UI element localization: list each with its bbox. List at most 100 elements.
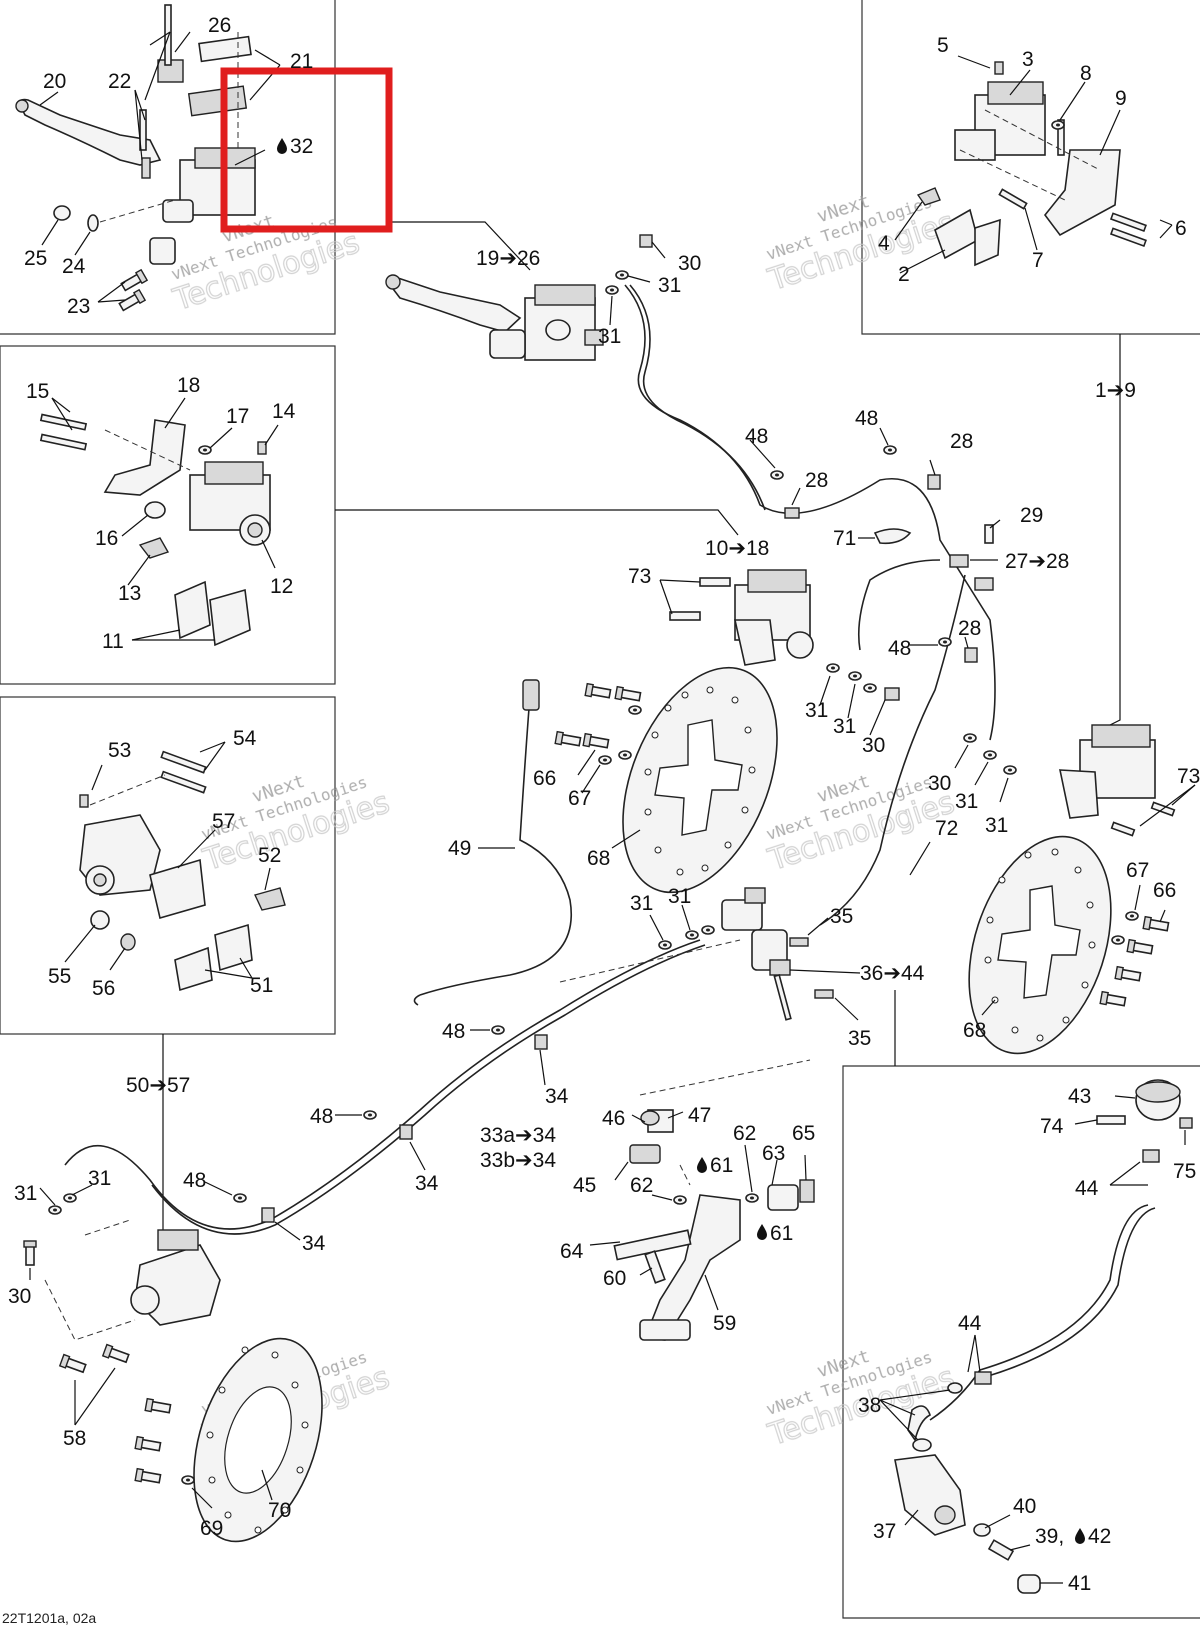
callout-72: 72	[935, 817, 958, 840]
callout-69: 69	[200, 1517, 223, 1540]
brake-disc-68-left	[554, 666, 778, 894]
callout-53: 53	[108, 739, 131, 762]
callout-31: 31	[88, 1167, 111, 1190]
callout-61: 61	[710, 1154, 733, 1177]
caliper-50-57-exploded	[64, 741, 286, 992]
oil-drop-icon	[697, 1157, 707, 1173]
callout-24: 24	[62, 255, 86, 278]
callout-33a-34: 33a➔34	[480, 1124, 556, 1147]
callout-52: 52	[258, 844, 281, 867]
callout-7: 7	[1032, 249, 1044, 272]
callout-labels: 20 22 26 21 32 25 24 23 19➔26 30 31 31 5…	[8, 14, 1200, 1595]
callout-58: 58	[63, 1427, 86, 1450]
callout-11: 11	[102, 630, 124, 653]
callout-48: 48	[745, 425, 768, 448]
callout-30: 30	[8, 1285, 31, 1308]
callout-57: 57	[212, 810, 235, 833]
caliper-1-9-exploded	[894, 55, 1173, 274]
rear-master-cylinder	[879, 1079, 1193, 1594]
caliper-10-18-assembled	[659, 569, 900, 736]
valve-assembly	[413, 679, 931, 1096]
callout-71: 71	[833, 527, 856, 550]
callout-27-28: 27➔28	[1005, 550, 1069, 573]
callout-45: 45	[573, 1174, 596, 1197]
caliper-10-18-exploded	[39, 397, 279, 647]
callout-30: 30	[862, 734, 885, 757]
callout-44: 44	[958, 1312, 982, 1335]
callout-38: 38	[858, 1394, 881, 1417]
callout-30: 30	[928, 772, 951, 795]
brake-pedal-assembly	[589, 1109, 815, 1341]
line-clips	[204, 427, 1001, 1241]
callout-37: 37	[873, 1520, 896, 1543]
callout-61: 61	[770, 1222, 793, 1245]
callout-63: 63	[762, 1142, 785, 1165]
callout-62: 62	[630, 1174, 653, 1197]
callout-28: 28	[958, 617, 981, 640]
callout-12: 12	[270, 575, 293, 598]
callout-67: 67	[568, 787, 591, 810]
callout-32: 32	[290, 135, 313, 158]
callout-35: 35	[830, 905, 853, 928]
brake-disc-70	[134, 1337, 323, 1543]
callout-10-18: 10➔18	[705, 537, 769, 560]
callout-22: 22	[108, 70, 131, 93]
callout-48: 48	[310, 1105, 333, 1128]
callout-34: 34	[415, 1172, 439, 1195]
callout-48: 48	[183, 1169, 206, 1192]
callout-5: 5	[937, 34, 949, 57]
callout-40: 40	[1013, 1495, 1036, 1518]
brake-disc-68-right	[968, 835, 1170, 1055]
callout-31: 31	[955, 790, 978, 813]
master-cylinder-exploded	[15, 4, 281, 313]
callout-31: 31	[668, 885, 691, 908]
callout-67: 67	[1126, 859, 1149, 882]
callout-51: 51	[250, 974, 273, 997]
callout-18: 18	[177, 374, 200, 397]
oil-drop-icon	[277, 138, 287, 154]
callout-3: 3	[1022, 48, 1034, 71]
callout-54: 54	[233, 727, 257, 750]
callout-55: 55	[48, 965, 71, 988]
callout-74: 74	[1040, 1115, 1064, 1138]
highlight-box	[220, 67, 393, 233]
callout-31: 31	[805, 699, 828, 722]
caliper-1-9-assembled	[954, 724, 1196, 837]
callout-29: 29	[1020, 504, 1043, 527]
callout-48: 48	[442, 1020, 465, 1043]
callout-31: 31	[833, 715, 856, 738]
caliper-50-57-assembled	[23, 1184, 221, 1426]
callout-34: 34	[545, 1085, 569, 1108]
callout-4: 4	[878, 232, 890, 255]
callout-68: 68	[587, 847, 610, 870]
callout-31: 31	[658, 274, 681, 297]
callout-48: 48	[855, 407, 878, 430]
callout-48: 48	[888, 637, 911, 660]
callout-19-26: 19➔26	[476, 247, 540, 270]
callout-28: 28	[805, 469, 828, 492]
callout-49: 49	[448, 837, 471, 860]
callout-31: 31	[985, 814, 1008, 837]
callout-39: 39,	[1035, 1525, 1064, 1548]
panel-connectors	[162, 221, 1121, 1230]
callout-41: 41	[1068, 1572, 1091, 1595]
callout-31: 31	[14, 1182, 37, 1205]
callout-2: 2	[898, 263, 910, 286]
callout-47: 47	[688, 1104, 711, 1127]
callout-9: 9	[1115, 87, 1127, 110]
oil-drop-icon	[1075, 1528, 1085, 1544]
brake-hoses	[64, 284, 1156, 1421]
callout-66: 66	[533, 767, 556, 790]
callout-44: 44	[1075, 1177, 1099, 1200]
callout-31: 31	[598, 325, 621, 348]
callout-25: 25	[24, 247, 47, 270]
callout-26: 26	[208, 14, 231, 37]
oil-drop-icon	[757, 1224, 767, 1240]
callout-6: 6	[1175, 217, 1187, 240]
callout-73: 73	[1177, 765, 1200, 788]
callout-43: 43	[1068, 1085, 1091, 1108]
figure-reference-code: 22T1201a, 02a	[2, 1610, 96, 1626]
callout-13: 13	[118, 582, 141, 605]
